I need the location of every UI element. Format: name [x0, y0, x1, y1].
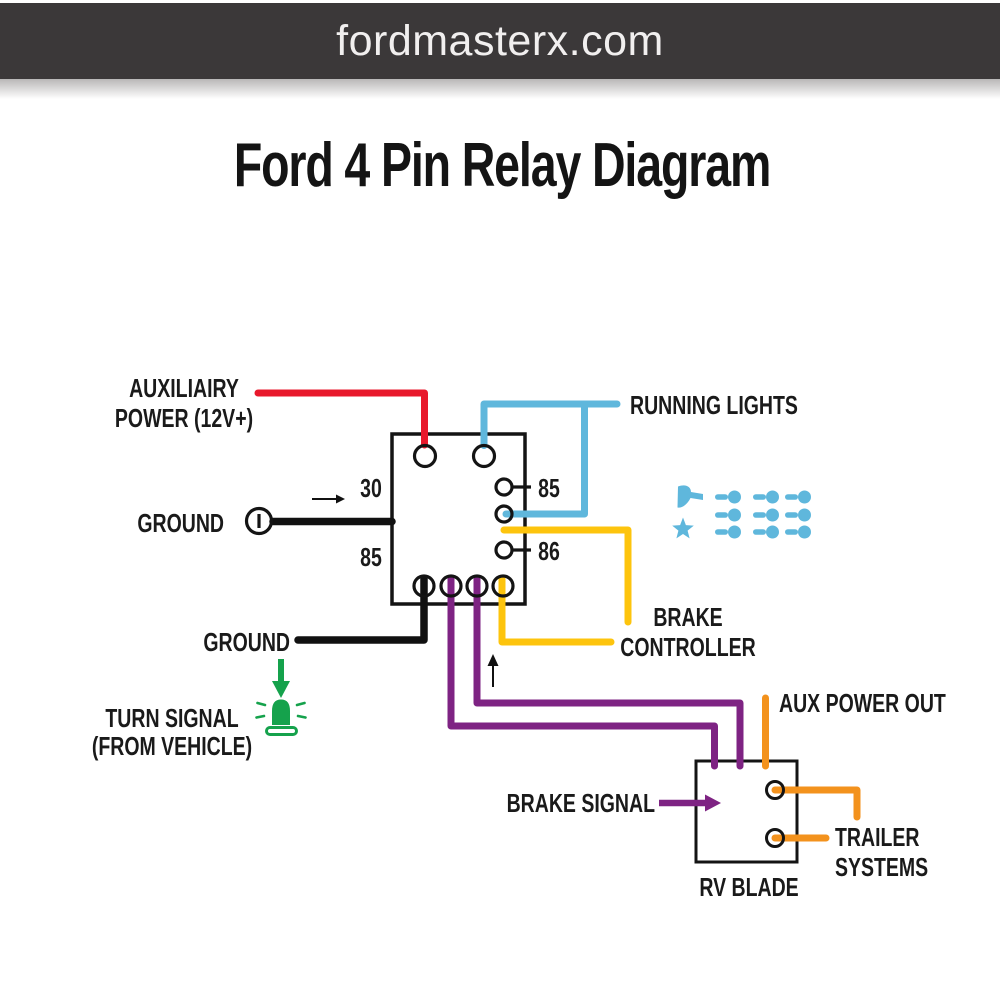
- wire-trailer-upper: [771, 786, 861, 821]
- pin-label-30: 30: [360, 473, 382, 503]
- relay-terminal-bottom-1: [412, 574, 436, 598]
- page-title: Ford 4 Pin Relay Diagram: [233, 131, 771, 200]
- label-turn-signal-line2: (FROM VEHICLE): [91, 731, 253, 761]
- label-trailer-line1: TRAILER: [835, 822, 920, 852]
- relay-terminal-bottom-3: [465, 574, 489, 598]
- down-arrow-icon: [272, 659, 290, 698]
- wire-aux-power: [254, 389, 428, 449]
- label-turn-signal: TURN SIGNAL (FROM VEHICLE): [92, 704, 252, 760]
- label-brake-signal: BRAKE SIGNAL: [506, 788, 655, 818]
- label-trailer-line2: SYSTEMS: [835, 852, 929, 882]
- trailer-lights-icon: [672, 485, 811, 539]
- rv-terminal-upper: [765, 780, 785, 800]
- wire-purple-left: [447, 575, 718, 770]
- brake-signal-arrow-icon: [659, 794, 721, 812]
- wire-brake-controller: [498, 526, 632, 646]
- turn-signal-beacon-icon: [255, 699, 307, 736]
- label-brake-controller: BRAKE CONTROLLER: [620, 602, 755, 662]
- site-title: fordmasterx.com: [336, 16, 664, 65]
- label-auxiliary-power-line1: AUXILIAIRY: [129, 373, 239, 403]
- relay-terminal-bottom-2: [439, 574, 463, 598]
- label-rv-blade: RV BLADE: [699, 872, 799, 902]
- wire-ground-bottom: [294, 575, 428, 644]
- label-ground-left: GROUND: [137, 508, 224, 538]
- up-arrow-icon: [487, 654, 499, 687]
- relay-terminals: [412, 443, 531, 598]
- header-bar: fordmasterx.com: [0, 3, 1000, 79]
- rv-blade-box: [694, 759, 799, 864]
- label-brake-controller-line1: BRAKE: [653, 602, 723, 632]
- rv-terminal-lower: [765, 828, 785, 848]
- flag-icon: [677, 485, 703, 508]
- label-brake-controller-line2: CONTROLLER: [620, 632, 756, 662]
- label-auxiliary-power: AUXILIAIRY POWER (12V+): [115, 373, 253, 433]
- relay-pin-middle: [494, 504, 514, 524]
- pin-label-85-left: 85: [360, 542, 382, 572]
- label-trailer-systems: TRAILER SYSTEMS: [835, 822, 928, 882]
- pin-label-86: 86: [538, 536, 560, 566]
- ground-symbol-icon: [244, 506, 274, 536]
- rv-blade-terminals: [765, 780, 785, 848]
- relay-pin-85-right: [494, 477, 514, 497]
- star-icon: [672, 517, 694, 539]
- relay-pin-86: [494, 540, 514, 560]
- lollipop-lights: [715, 490, 811, 539]
- label-running-lights: RUNNING LIGHTS: [630, 390, 798, 420]
- label-ground-bottom: GROUND: [203, 627, 290, 657]
- label-auxiliary-power-line2: POWER (12V+): [114, 403, 254, 433]
- wire-purple-right: [473, 575, 744, 770]
- wire-running-lights: [480, 400, 621, 518]
- relay-terminal-top-left: [412, 443, 438, 469]
- header-shadow: [0, 79, 1000, 99]
- label-aux-power-out: AUX POWER OUT: [779, 688, 946, 718]
- pin-label-85-right: 85: [538, 473, 560, 503]
- relay-terminal-top-right: [471, 443, 497, 469]
- label-turn-signal-line1: TURN SIGNAL: [105, 703, 239, 733]
- relay-terminal-bottom-4: [491, 574, 515, 598]
- right-arrow-icon: [312, 494, 345, 504]
